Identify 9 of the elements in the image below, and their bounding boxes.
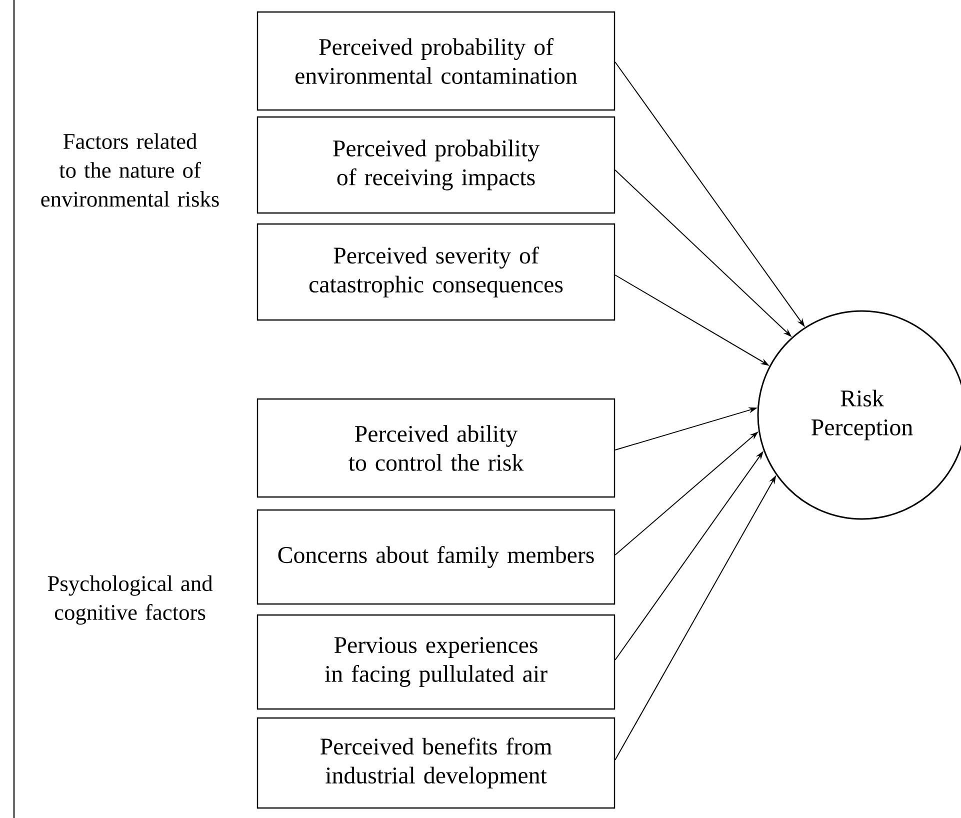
factor-box: Perceived ability to control the risk — [256, 398, 616, 498]
factor-box: Perceived benefits from industrial development — [256, 717, 616, 809]
group-label: Factors related to the nature of environmental risks — [41, 133, 219, 207]
factor-box: Perceived severity of catastrophic consequences — [256, 223, 616, 321]
factor-box: Perceived probability of environmental contamination — [256, 11, 616, 111]
factor-box: Concerns about family members — [256, 509, 616, 605]
factor-box: Perceived probability of receiving impacts — [256, 116, 616, 214]
group-label: Psychological and cognitive factors — [48, 575, 213, 625]
factor-box: Pervious experiences in facing pullulated air — [256, 614, 616, 710]
